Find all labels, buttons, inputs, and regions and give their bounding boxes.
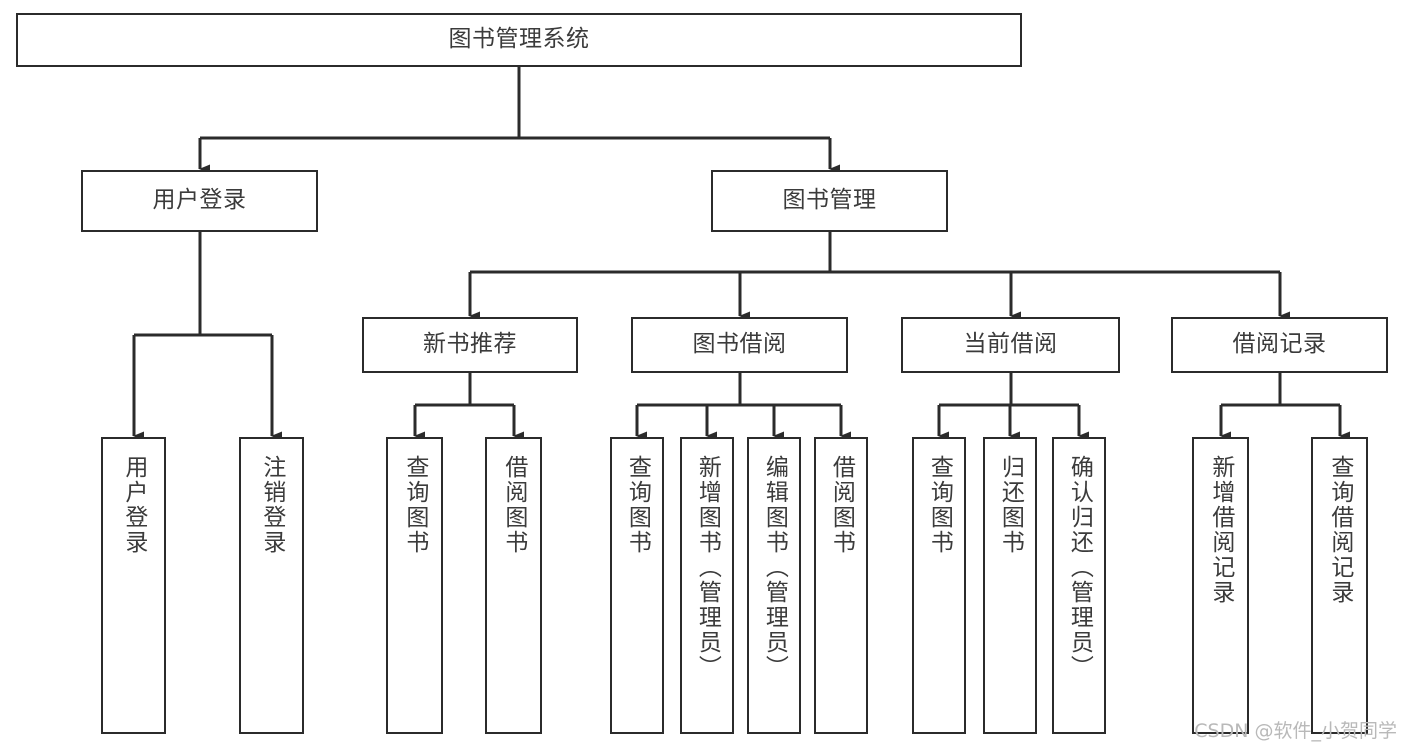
node-label: 图书借阅	[692, 331, 787, 358]
node-leaf-logout[interactable]: 注销登录	[239, 437, 304, 734]
node-leaf-user-login[interactable]: 用户登录	[101, 437, 166, 734]
node-label: 借阅图书	[500, 455, 527, 555]
node-book-manage[interactable]: 图书管理	[711, 170, 948, 232]
node-leaf-query-book-1[interactable]: 查询图书	[386, 437, 443, 734]
node-leaf-edit-book[interactable]: 编辑图书（管理员）	[747, 437, 801, 734]
node-borrow-record[interactable]: 借阅记录	[1171, 317, 1388, 373]
node-book-borrow[interactable]: 图书借阅	[631, 317, 848, 373]
node-label: 注销登录	[258, 455, 285, 555]
node-label: 新增图书（管理员）	[694, 455, 721, 680]
node-root[interactable]: 图书管理系统	[16, 13, 1022, 67]
node-label: 用户登录	[152, 187, 247, 214]
node-label: 借阅记录	[1232, 331, 1327, 358]
node-label: 当前借阅	[963, 331, 1058, 358]
node-leaf-return-book[interactable]: 归还图书	[983, 437, 1037, 734]
node-label: 查询图书	[624, 455, 651, 555]
node-leaf-add-record[interactable]: 新增借阅记录	[1192, 437, 1249, 734]
node-leaf-borrow-book-1[interactable]: 借阅图书	[485, 437, 542, 734]
node-label: 新书推荐	[423, 331, 517, 358]
node-label: 借阅图书	[828, 455, 855, 555]
node-label: 编辑图书（管理员）	[761, 455, 788, 680]
node-label: 图书管理	[782, 187, 877, 214]
node-label: 查询图书	[926, 455, 953, 555]
node-leaf-query-record[interactable]: 查询借阅记录	[1311, 437, 1368, 734]
node-label: 新增借阅记录	[1207, 455, 1234, 605]
node-leaf-borrow-book-2[interactable]: 借阅图书	[814, 437, 868, 734]
node-current-borrow[interactable]: 当前借阅	[901, 317, 1120, 373]
node-leaf-query-book-3[interactable]: 查询图书	[912, 437, 966, 734]
csdn-watermark: CSDN @软件_小贺同学	[1194, 720, 1397, 742]
node-leaf-add-book[interactable]: 新增图书（管理员）	[680, 437, 734, 734]
node-label: 查询借阅记录	[1326, 455, 1353, 605]
node-leaf-query-book-2[interactable]: 查询图书	[610, 437, 664, 734]
node-label: 查询图书	[401, 455, 428, 555]
node-label: 归还图书	[997, 455, 1024, 555]
node-user-login[interactable]: 用户登录	[81, 170, 318, 232]
node-label: 用户登录	[120, 455, 147, 555]
node-label: 确认归还（管理员）	[1066, 455, 1093, 680]
node-leaf-confirm-return[interactable]: 确认归还（管理员）	[1052, 437, 1106, 734]
node-new-book-rec[interactable]: 新书推荐	[362, 317, 578, 373]
node-label: 图书管理系统	[448, 26, 590, 53]
